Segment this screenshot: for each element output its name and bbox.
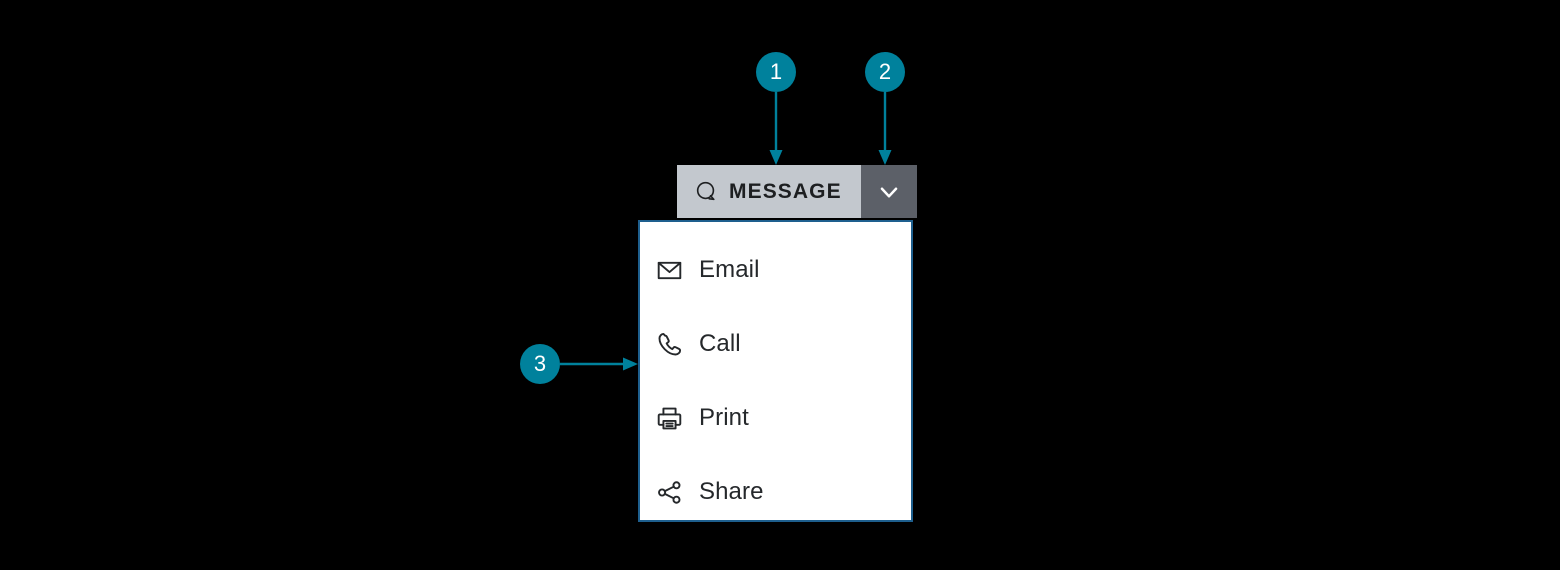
menu-item-call[interactable]: Call bbox=[640, 318, 911, 370]
chevron-down-icon bbox=[876, 179, 902, 205]
callout-1-badge: 1 bbox=[756, 52, 796, 92]
menu-item-label: Print bbox=[699, 404, 749, 431]
menu-item-print[interactable]: Print bbox=[640, 392, 911, 444]
menu-item-label: Call bbox=[699, 330, 741, 357]
split-button[interactable]: MESSAGE bbox=[677, 165, 917, 218]
phone-icon bbox=[656, 331, 683, 358]
message-button[interactable]: MESSAGE bbox=[677, 165, 861, 218]
menu-item-label: Email bbox=[699, 256, 760, 283]
envelope-icon bbox=[656, 257, 683, 284]
share-nodes-icon bbox=[656, 479, 683, 506]
split-button-toggle[interactable] bbox=[860, 165, 917, 218]
message-button-label: MESSAGE bbox=[729, 180, 842, 203]
menu-item-share[interactable]: Share bbox=[640, 466, 911, 518]
callout-3-badge: 3 bbox=[520, 344, 560, 384]
printer-icon bbox=[656, 405, 683, 432]
speech-bubble-icon bbox=[695, 180, 718, 203]
menu-item-label: Share bbox=[699, 478, 764, 505]
dropdown-menu-list: Email Call bbox=[640, 222, 911, 518]
menu-item-email[interactable]: Email bbox=[640, 244, 911, 296]
dropdown-menu-panel[interactable]: Email Call bbox=[638, 220, 913, 522]
callout-2-badge: 2 bbox=[865, 52, 905, 92]
